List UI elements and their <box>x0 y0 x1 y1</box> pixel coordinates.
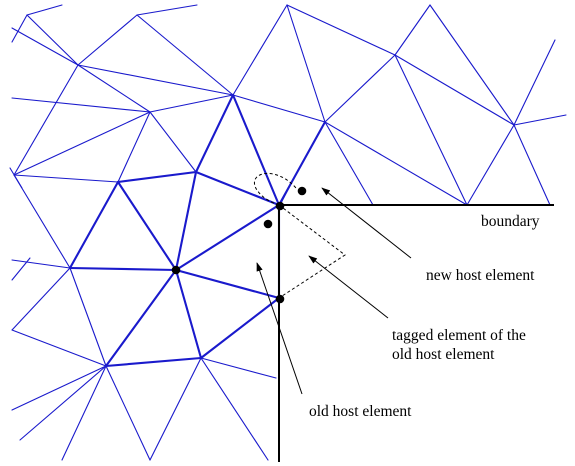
boundary-corner-node <box>275 201 285 211</box>
boundary-label: boundary <box>481 213 540 230</box>
arrow-new-host <box>321 187 412 259</box>
mesh-nodes <box>171 186 307 304</box>
tagged-element-label-line1: tagged element of the <box>392 327 526 344</box>
new-host-label: new host element <box>426 267 535 284</box>
new-host-point <box>297 186 307 196</box>
tagged-element-outline <box>254 172 346 299</box>
mesh-thin-edges <box>9 4 567 461</box>
arrow-tagged-element <box>308 255 389 319</box>
mesh-thick-edges <box>68 93 327 368</box>
central-node <box>171 265 181 275</box>
tagged-element-label-line2: old host element <box>392 346 495 363</box>
old-host-label: old host element <box>309 403 412 420</box>
boundary-node <box>275 294 285 304</box>
old-host-point <box>263 219 273 229</box>
arrow-old-host <box>256 262 303 395</box>
